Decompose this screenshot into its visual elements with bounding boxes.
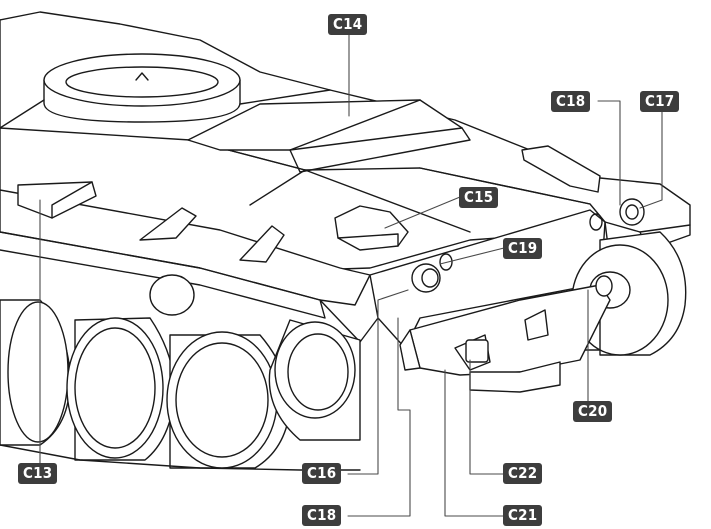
engine-deck-part-c14 bbox=[187, 99, 471, 173]
callout-c13: C13 bbox=[18, 463, 58, 484]
callout-c19: C19 bbox=[503, 238, 543, 259]
callout-c14: C14 bbox=[328, 14, 368, 35]
turret-ring bbox=[43, 53, 241, 123]
callout-c18-bottom: C18 bbox=[302, 505, 342, 526]
callout-c16: C16 bbox=[302, 463, 342, 484]
callout-c17: C17 bbox=[640, 91, 680, 112]
rear-lower-details bbox=[399, 284, 611, 393]
callout-c18-top: C18 bbox=[551, 91, 591, 112]
callout-c15: C15 bbox=[459, 187, 499, 208]
bracket-c19 bbox=[439, 213, 603, 271]
rear-light-c17 bbox=[521, 145, 601, 193]
pin-c18-left bbox=[411, 263, 441, 293]
hook-c20 bbox=[595, 275, 613, 297]
callout-c21: C21 bbox=[503, 505, 543, 526]
pin-c18-right bbox=[619, 198, 645, 226]
idler-wheel bbox=[559, 231, 687, 356]
road-wheels bbox=[0, 274, 361, 471]
callout-c20: C20 bbox=[573, 401, 613, 422]
leader-lines bbox=[39, 33, 663, 517]
callout-c22: C22 bbox=[503, 463, 543, 484]
tow-hook-c15 bbox=[334, 205, 409, 251]
side-fender bbox=[0, 181, 379, 343]
